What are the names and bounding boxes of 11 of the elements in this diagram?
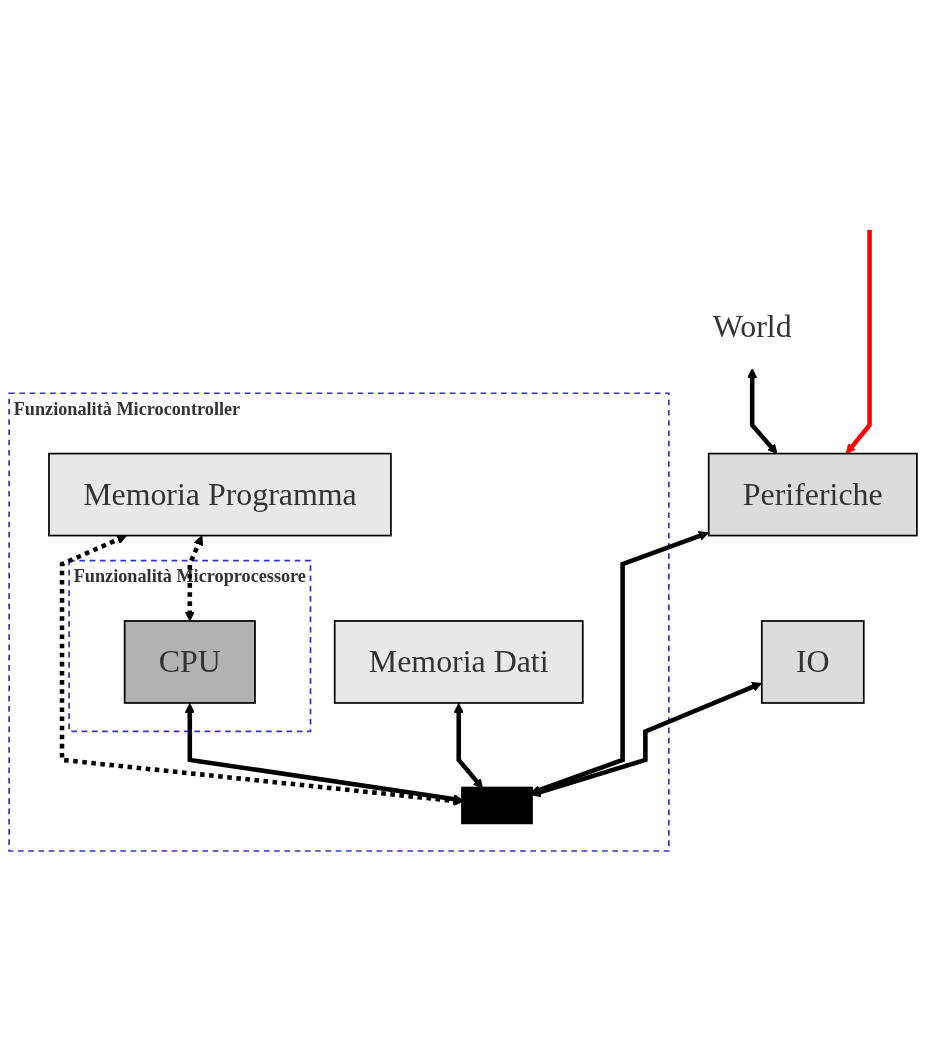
arrow <box>845 229 872 454</box>
node-text: World <box>712 308 792 345</box>
arrow <box>184 535 203 622</box>
node-box: CPU <box>123 620 256 704</box>
node-box: Periferiche <box>707 452 918 537</box>
node-box: IO <box>760 620 865 704</box>
node-box: Memoria Programma <box>48 452 392 537</box>
node-bar <box>461 786 533 825</box>
arrow <box>453 702 484 789</box>
node-box: Memoria Dati <box>333 620 584 704</box>
arrow <box>747 368 778 454</box>
